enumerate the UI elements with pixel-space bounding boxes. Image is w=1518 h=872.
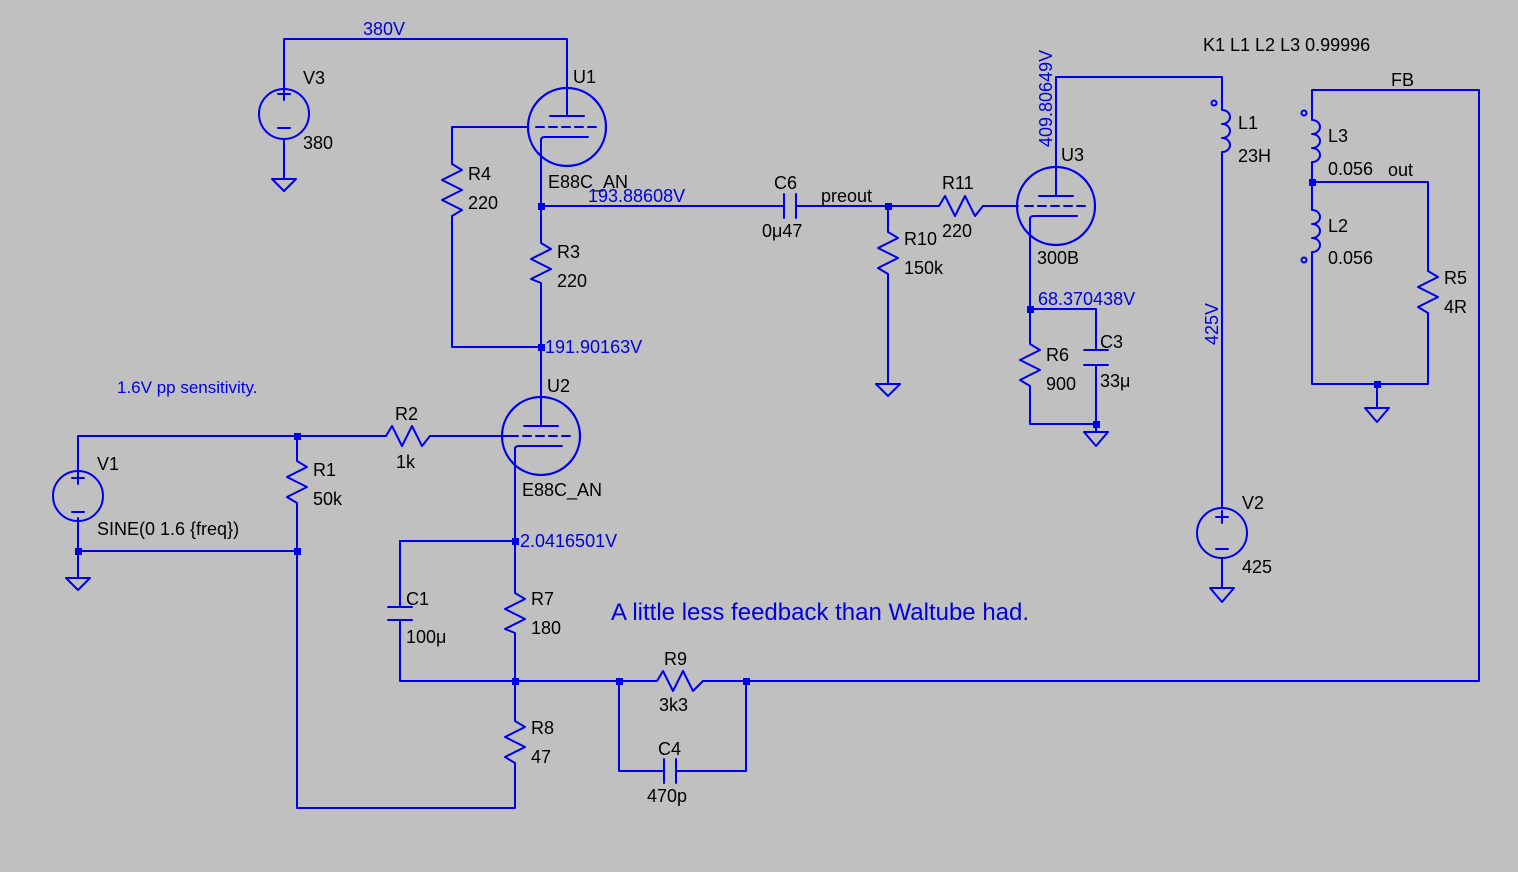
R11-ref: R11	[942, 173, 974, 193]
component-labels: V3 380 U1 E88C_AN R4 220 R3 220 C6 0μ47 …	[97, 67, 1467, 806]
R3-ref: R3	[557, 242, 580, 262]
C6-capacitor[interactable]	[783, 193, 797, 219]
R7-ref: R7	[531, 589, 554, 609]
R11-resistor[interactable]	[932, 195, 984, 217]
R4-ref: R4	[468, 164, 491, 184]
U1-tube[interactable]	[526, 86, 608, 168]
V3-ref: V3	[303, 68, 325, 88]
R5-resistor[interactable]	[1417, 264, 1439, 319]
U3-ref: U3	[1061, 145, 1084, 165]
C6-ref: C6	[774, 173, 797, 193]
R1-value: 50k	[313, 489, 343, 509]
C4-ref: C4	[658, 739, 681, 759]
V1-value: SINE(0 1.6 {freq})	[97, 519, 239, 539]
R8-resistor[interactable]	[504, 714, 526, 772]
C3-capacitor[interactable]	[1083, 349, 1109, 366]
R10-resistor[interactable]	[877, 225, 899, 283]
C6-value: 0μ47	[762, 221, 802, 241]
R9-resistor[interactable]	[650, 670, 704, 692]
R9-ref: R9	[664, 649, 687, 669]
U2-model: E88C_AN	[522, 480, 602, 501]
V2-ref: V2	[1242, 493, 1264, 513]
R11-value: 220	[942, 221, 972, 241]
U1-model: E88C_AN	[548, 172, 628, 193]
R2-resistor[interactable]	[379, 425, 431, 447]
R1-resistor[interactable]	[286, 454, 308, 512]
u1-cathode-voltage: 193.88608V	[588, 186, 685, 206]
C4-capacitor[interactable]	[663, 758, 677, 784]
R10-ref: R10	[904, 229, 937, 249]
L1-inductor[interactable]	[1210, 99, 1231, 167]
preout-net-label: preout	[821, 186, 872, 206]
R7-resistor[interactable]	[504, 586, 526, 638]
R7-value: 180	[531, 618, 561, 638]
R5-ref: R5	[1444, 268, 1467, 288]
V1-ref: V1	[97, 454, 119, 474]
R8-value: 47	[531, 747, 551, 767]
L3-value: 0.056	[1328, 159, 1373, 179]
R6-value: 900	[1046, 374, 1076, 394]
U2-tube[interactable]	[500, 395, 582, 477]
u2-anode-voltage: 191.90163V	[545, 337, 642, 357]
C3-value: 33μ	[1100, 371, 1130, 391]
U3-model: 300B	[1037, 248, 1079, 268]
L2-ref: L2	[1328, 216, 1348, 236]
u2-cathode-voltage: 2.0416501V	[520, 531, 617, 551]
L1-ref: L1	[1238, 113, 1258, 133]
hv-net-label: 425V	[1202, 303, 1222, 345]
L3-inductor[interactable]	[1300, 109, 1321, 173]
R10-value: 150k	[904, 258, 944, 278]
R2-ref: R2	[395, 404, 418, 424]
V1-source[interactable]	[52, 470, 104, 522]
R1-ref: R1	[313, 460, 336, 480]
U3-tube[interactable]	[1015, 165, 1097, 247]
R6-resistor[interactable]	[1019, 337, 1041, 395]
u3-cathode-voltage: 68.370438V	[1038, 289, 1135, 309]
L3-ref: L3	[1328, 126, 1348, 146]
V2-value: 425	[1242, 557, 1272, 577]
C3-ref: C3	[1100, 332, 1123, 352]
R3-value: 220	[557, 271, 587, 291]
V3-value: 380	[303, 133, 333, 153]
C4-value: 470p	[647, 786, 687, 806]
u3-anode-voltage: 409.80649V	[1036, 50, 1056, 147]
feedback-comment[interactable]: A little less feedback than Waltube had.	[611, 599, 1029, 626]
C1-value: 100μ	[406, 627, 446, 647]
ground-symbols	[65, 138, 1390, 603]
net-labels: 380V 193.88608V 191.90163V 2.0416501V 68…	[363, 19, 1414, 551]
R9-value: 3k3	[659, 695, 688, 715]
C1-ref: C1	[406, 589, 429, 609]
R4-resistor[interactable]	[441, 157, 463, 227]
C1-capacitor[interactable]	[387, 606, 413, 621]
spice-directive[interactable]: K1 L1 L2 L3 0.99996	[1203, 35, 1370, 55]
R5-value: 4R	[1444, 297, 1467, 317]
R4-value: 220	[468, 193, 498, 213]
U2-ref: U2	[547, 376, 570, 396]
L1-value: 23H	[1238, 146, 1271, 166]
R2-value: 1k	[396, 452, 416, 472]
R8-ref: R8	[531, 718, 554, 738]
V2-source[interactable]	[1196, 507, 1248, 559]
sensitivity-comment[interactable]: 1.6V pp sensitivity.	[117, 378, 257, 397]
wires	[77, 38, 1480, 809]
net-380v-label: 380V	[363, 19, 405, 39]
U1-ref: U1	[573, 67, 596, 87]
R3-resistor[interactable]	[530, 236, 552, 290]
out-net-label: out	[1388, 160, 1413, 180]
L2-inductor[interactable]	[1300, 199, 1321, 269]
fb-net-label: FB	[1391, 70, 1414, 90]
R6-ref: R6	[1046, 345, 1069, 365]
junctions	[75, 179, 1381, 685]
V3-source[interactable]	[258, 87, 310, 140]
L2-value: 0.056	[1328, 248, 1373, 268]
